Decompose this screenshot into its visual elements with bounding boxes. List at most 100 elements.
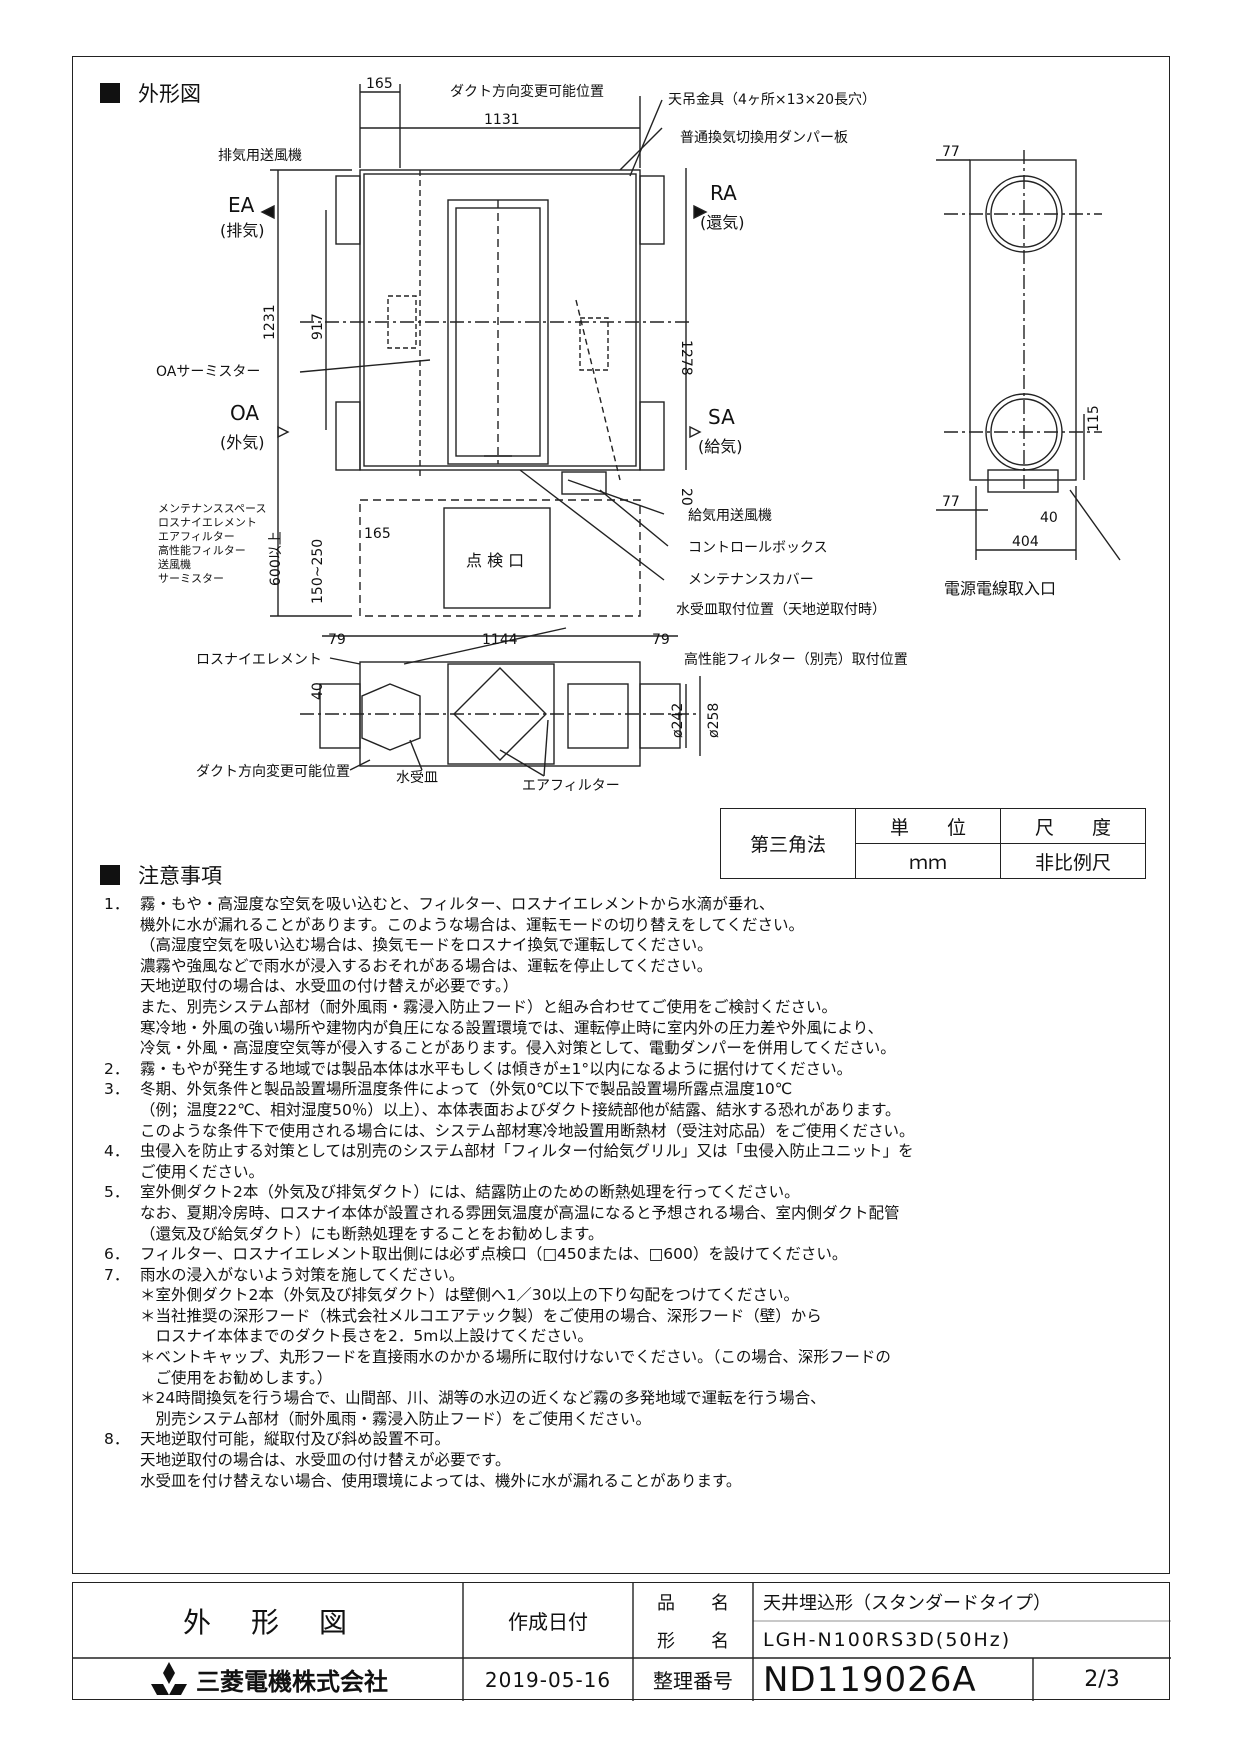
- note-number: [104, 1306, 140, 1327]
- note-text: （高湿度空気を吸い込む場合は、換気モードをロスナイ換気で運転してください。: [140, 936, 713, 955]
- title-block-grid: [73, 1583, 1171, 1701]
- dim-165: 165: [366, 76, 393, 92]
- note-line: （高湿度空気を吸い込む場合は、換気モードをロスナイ換気で運転してください。: [104, 935, 1164, 956]
- damper-label: 普通換気切換用ダンパー板: [680, 130, 848, 146]
- note-line: 1．霧・もや・高湿度な空気を吸い込むと、フィルター、ロスナイエレメントから水滴が…: [104, 894, 1164, 915]
- square-bullet-icon: [100, 865, 120, 885]
- note-line: 7．雨水の浸入がないよう対策を施してください。: [104, 1265, 1164, 1286]
- note-number: [104, 1285, 140, 1306]
- dim-1144: 1144: [482, 632, 518, 648]
- maint-space-line: エアフィルター: [158, 530, 235, 543]
- dim-40: 40: [310, 682, 326, 700]
- exhaust-fan-label: 排気用送風機: [218, 148, 302, 164]
- note-line: このような条件下で使用される場合には、システム部材寒冷地設置用断熱材（受注対応品…: [104, 1121, 1164, 1142]
- note-text: ご使用をお勧めします。）: [140, 1368, 333, 1387]
- note-text: ロスナイ本体までのダクト長さを2．5m以上設けてください。: [140, 1327, 593, 1346]
- oa-sub-label: (外気): [220, 433, 265, 452]
- hp-filter-label: 高性能フィルター（別売）取付位置: [684, 651, 908, 668]
- note-text: 霧・もや・高湿度な空気を吸い込むと、フィルター、ロスナイエレメントから水滴が垂れ…: [140, 895, 775, 913]
- note-text: 別売システム部材（耐外風雨・霧浸入防止フード）をご使用ください。: [140, 1409, 652, 1428]
- maint-space-line: 送風機: [158, 557, 191, 571]
- note-text: ＊当社推奨の深形フード（株式会社メルコエアテック製）をご使用の場合、深形フード（…: [140, 1306, 822, 1325]
- model-name: LGH-N100RS3D(50Hz): [763, 1628, 1012, 1651]
- outline-heading: 外形図: [138, 82, 201, 106]
- note-number: [104, 1368, 140, 1389]
- note-line: ＊24時間換気を行う場合で、山間部、川、湖等の水辺の近くなど霧の多発地域で運転を…: [104, 1388, 1164, 1409]
- dim-917: 917: [310, 313, 326, 340]
- dim-1278: 1278: [678, 340, 694, 376]
- note-line: 天地逆取付の場合は、水受皿の付け替えが必要です。: [104, 1450, 1164, 1471]
- note-text: ＊ベントキャップ、丸形フードを直接雨水のかかる場所に取付けないでください。（この…: [140, 1348, 891, 1367]
- note-line: 3． 冬期、外気条件と製品設置場所温度条件によって（外気0℃以下で製品設置場所露点…: [104, 1079, 1164, 1100]
- element-label: ロスナイエレメント: [196, 652, 322, 668]
- note-line: 寒冷地・外風の強い場所や建物内が負圧になる設置環境では、運転停止時に室内外の圧力…: [104, 1018, 1164, 1039]
- hanger-label: 天吊金具（4ヶ所×13×20長穴）: [668, 92, 876, 108]
- company-name: 三菱電機株式会社: [196, 1668, 388, 1696]
- dim-150-250: 150~250: [310, 539, 326, 604]
- notes-list: 1．霧・もや・高湿度な空気を吸い込むと、フィルター、ロスナイエレメントから水滴が…: [104, 894, 1164, 1491]
- power-entry-label: 電源電線取入口: [944, 579, 1056, 598]
- doc-number: ND119026A: [763, 1659, 977, 1700]
- maint-space-line: ロスナイエレメント: [158, 516, 257, 529]
- note-number: [104, 976, 140, 997]
- note-text: （還気及び給気ダクト）にも断熱処理をすることをお勧めします。: [140, 1224, 604, 1243]
- note-text: 虫侵入を防止する対策としては別売のシステム部材「フィルター付給気グリル」又は「虫…: [140, 1142, 914, 1161]
- note-number: 4．: [104, 1142, 130, 1161]
- mitsubishi-logo-icon: [151, 1661, 187, 1695]
- note-text: 霧・もやが発生する地域では製品本体は水平もしくは傾きが±1°以内になるように据付…: [140, 1059, 853, 1078]
- note-text: 冬期、外気条件と製品設置場所温度条件によって（外気0℃以下で製品設置場所露点温度…: [140, 1080, 793, 1099]
- note-number: [104, 1347, 140, 1368]
- note-number: [104, 1162, 140, 1183]
- unit-value: ｍｍ: [855, 843, 1001, 879]
- outline-drawing: ダクト方向変更可能位置 天吊金具（4ヶ所×13×20長穴） 普通換気切換用ダンパ…: [156, 76, 1121, 794]
- maint-space-line: サーミスター: [158, 572, 224, 585]
- note-text: （例；温度22℃、相対湿度50％）以上）、本体表面およびダクト接続部他が結露、結…: [140, 1100, 901, 1119]
- note-line: ロスナイ本体までのダクト長さを2．5m以上設けてください。: [104, 1326, 1164, 1347]
- note-number: 5．: [104, 1183, 130, 1202]
- note-number: 8．: [104, 1430, 130, 1449]
- note-number: 2．: [104, 1059, 130, 1078]
- note-line: ご使用ください。: [104, 1162, 1164, 1183]
- note-number: [104, 1326, 140, 1347]
- hinmei-label: 品 名: [657, 1593, 729, 1614]
- note-text: 室外側ダクト2本（外気及び排気ダクト）には、結露防止のための断熱処理を行ってくだ…: [140, 1183, 800, 1202]
- dim-77b: 77: [942, 494, 960, 510]
- maint-space-line: メンテナンススペース: [158, 502, 266, 515]
- square-bullet-icon: [100, 83, 120, 103]
- note-number: [104, 956, 140, 977]
- duct-change-label: ダクト方向変更可能位置: [450, 83, 604, 100]
- ea-label: EA: [228, 193, 255, 217]
- scale-value: 非比例尺: [1000, 843, 1146, 879]
- inspection-port-label: 点 検 口: [466, 551, 524, 570]
- ra-label: RA: [710, 181, 737, 205]
- note-number: [104, 1203, 140, 1224]
- note-number: [104, 1224, 140, 1245]
- note-number: [104, 1100, 140, 1121]
- dim-79b: 79: [652, 632, 670, 648]
- notes-heading: 注意事項: [138, 864, 222, 888]
- note-number: [104, 1121, 140, 1142]
- note-text: ご使用ください。: [140, 1162, 265, 1181]
- note-number: [104, 1018, 140, 1039]
- note-line: ＊ベントキャップ、丸形フードを直接雨水のかかる場所に取付けないでください。（この…: [104, 1347, 1164, 1368]
- note-number: 3．: [104, 1080, 130, 1099]
- projection-method: 第三角法: [720, 808, 856, 879]
- note-number: 7．: [104, 1265, 130, 1284]
- note-number: [104, 935, 140, 956]
- ea-sub-label: (排気): [220, 221, 265, 240]
- page-number: 2/3: [1084, 1667, 1120, 1692]
- title-block: 外 形 図 作成日付 品 名 形 名 天井埋込形（スタンダードタイプ） LGH-…: [72, 1582, 1171, 1701]
- note-text: 濃霧や強風などで雨水が浸入するおそれがある場合は、運転を停止してください。: [140, 956, 713, 975]
- dim-1231: 1231: [262, 304, 278, 340]
- note-line: 機外に水が漏れることがあります。このような場合は、運転モードの切り替えをしてくだ…: [104, 915, 1164, 936]
- notes-section-title: 注意事項: [100, 860, 222, 890]
- note-line: ＊室外側ダクト2本（外気及び排気ダクト）は壁側へ1／30以上の下り勾配をつけてく…: [104, 1285, 1164, 1306]
- note-text: このような条件下で使用される場合には、システム部材寒冷地設置用断熱材（受注対応品…: [140, 1121, 915, 1140]
- note-number: [104, 1471, 140, 1492]
- dim-1131: 1131: [484, 112, 520, 128]
- drain-pan-label: 水受皿: [396, 770, 438, 786]
- note-line: ＊当社推奨の深形フード（株式会社メルコエアテック製）をご使用の場合、深形フード（…: [104, 1306, 1164, 1327]
- katamei-label: 形 名: [657, 1630, 729, 1652]
- main-body-outline: [359, 169, 641, 471]
- outline-section-title: 外形図: [100, 78, 201, 108]
